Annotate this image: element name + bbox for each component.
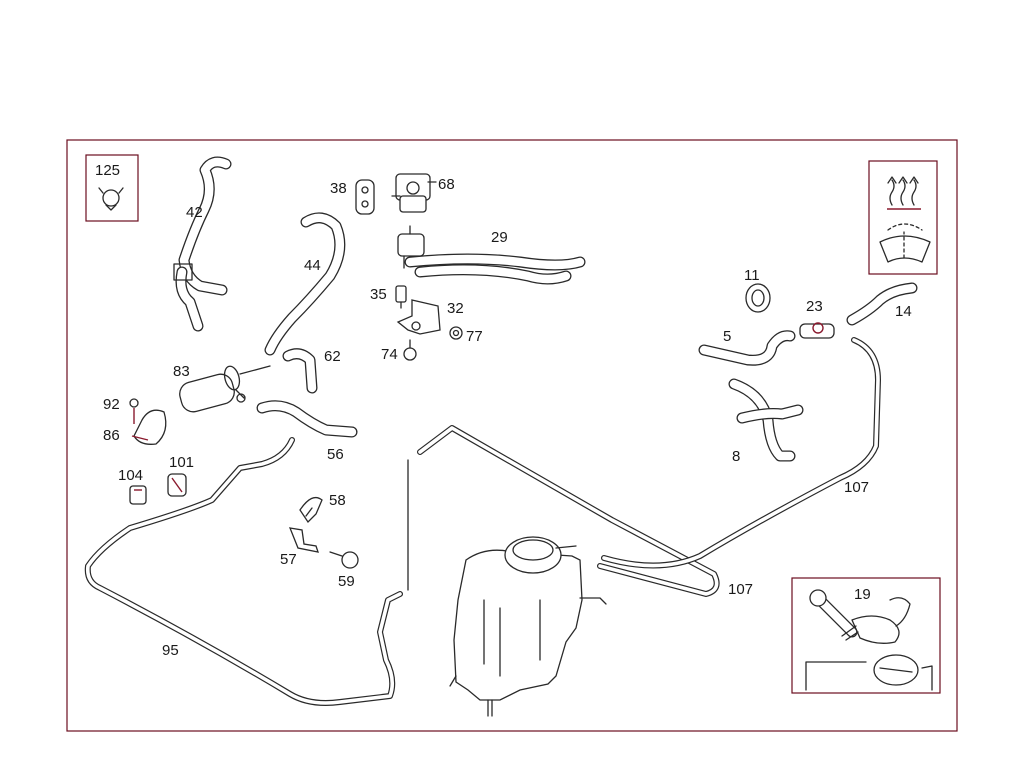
part-68-valve bbox=[391, 173, 437, 213]
callout-19: 19 bbox=[854, 586, 871, 603]
diagram-frame bbox=[66, 139, 958, 732]
heater-airflow-icon bbox=[887, 176, 921, 210]
inset-box-heater bbox=[868, 160, 938, 275]
callout-74: 74 bbox=[381, 346, 398, 363]
part-74-grommet bbox=[403, 339, 417, 361]
part-57-bracket bbox=[288, 527, 319, 553]
callout-83: 83 bbox=[173, 363, 190, 380]
part-92-screw bbox=[129, 398, 139, 424]
windshield-icon bbox=[879, 223, 931, 263]
part-77-nut bbox=[449, 326, 463, 340]
oval-badge-icon bbox=[873, 654, 919, 686]
callout-62: 62 bbox=[324, 348, 341, 365]
part-38-gasket bbox=[355, 179, 375, 215]
part-59-bolt bbox=[329, 551, 359, 569]
callout-44: 44 bbox=[304, 257, 321, 274]
hose-clamp-icon bbox=[98, 187, 124, 211]
callout-14: 14 bbox=[895, 303, 912, 320]
callout-42: 42 bbox=[186, 204, 203, 221]
callout-56: 56 bbox=[327, 446, 344, 463]
part-58-clip bbox=[299, 496, 323, 524]
inset-box-19 bbox=[791, 577, 941, 694]
callout-77: 77 bbox=[466, 328, 483, 345]
pipe-107-lower bbox=[407, 425, 720, 597]
callout-59: 59 bbox=[338, 573, 355, 590]
hose-56 bbox=[256, 400, 358, 438]
callout-32: 32 bbox=[447, 300, 464, 317]
inset-box-clamp bbox=[85, 154, 139, 222]
callout-107-right: 107 bbox=[844, 479, 869, 496]
part-86-holder bbox=[131, 409, 167, 445]
callout-11: 11 bbox=[744, 267, 760, 284]
hose-14 bbox=[846, 282, 918, 326]
callout-58: 58 bbox=[329, 492, 346, 509]
callout-5: 5 bbox=[723, 328, 731, 345]
callout-57: 57 bbox=[280, 551, 297, 568]
part-101-clip bbox=[167, 473, 187, 497]
part-32-bracket bbox=[396, 299, 441, 335]
callout-107-lower: 107 bbox=[728, 581, 753, 598]
callout-23: 23 bbox=[806, 298, 823, 315]
pipe-107-right bbox=[601, 337, 881, 569]
part-23-connector bbox=[799, 322, 835, 339]
callout-38: 38 bbox=[330, 180, 347, 197]
part-35-sensor bbox=[395, 285, 407, 309]
reservoir-tank bbox=[449, 536, 607, 717]
callout-68: 68 bbox=[438, 176, 455, 193]
pipe-95 bbox=[84, 437, 403, 706]
callout-101: 101 bbox=[169, 454, 194, 471]
callout-92: 92 bbox=[103, 396, 120, 413]
callout-125: 125 bbox=[95, 162, 120, 179]
part-11-clamp bbox=[745, 283, 771, 313]
callout-35: 35 bbox=[370, 286, 387, 303]
callout-86: 86 bbox=[103, 427, 120, 444]
hose-5 bbox=[698, 330, 796, 366]
callout-8: 8 bbox=[732, 448, 740, 465]
callout-95: 95 bbox=[162, 642, 179, 659]
hose-8 bbox=[728, 378, 804, 462]
hose-42 bbox=[173, 156, 232, 332]
callout-104: 104 bbox=[118, 467, 143, 484]
hose-62 bbox=[282, 348, 318, 394]
part-83-pump bbox=[179, 365, 271, 413]
part-104-clip bbox=[129, 485, 147, 505]
callout-29: 29 bbox=[491, 229, 508, 246]
hose-44 bbox=[264, 212, 346, 356]
part-29-pipes bbox=[397, 225, 586, 285]
